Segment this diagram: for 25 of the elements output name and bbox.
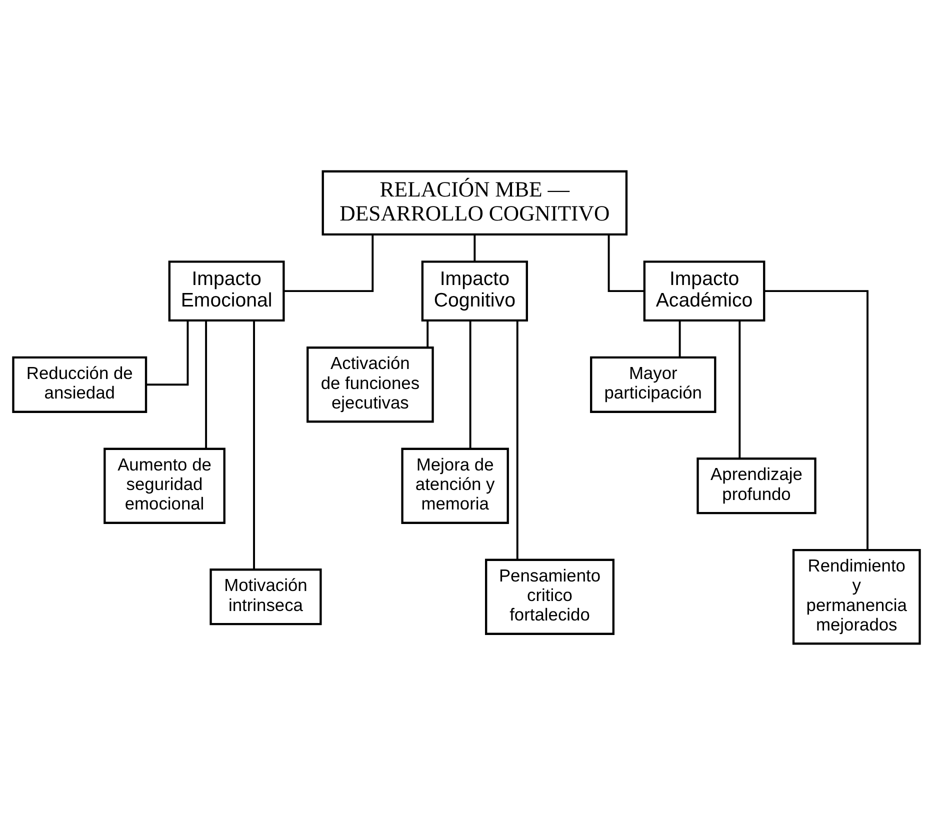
connector: [426, 320, 429, 347]
connector: [738, 320, 741, 458]
connector: [764, 290, 868, 550]
node-box: RELACIÓN MBE — DESARROLLO COGNITIVO: [322, 170, 628, 236]
node-box: Impacto Emocional: [168, 260, 285, 322]
node-box: Impacto Cognitivo: [421, 260, 528, 322]
connector: [608, 234, 644, 292]
node-box: Activación de funciones ejecutivas: [306, 346, 434, 422]
node-box: Pensamiento critico fortalecido: [485, 558, 614, 634]
connector: [469, 320, 472, 448]
connector: [474, 234, 476, 262]
connector: [253, 320, 255, 569]
node-box: Aprendizaje profundo: [696, 457, 816, 514]
connector: [146, 320, 189, 386]
node-box: Reducción de ansiedad: [12, 356, 148, 412]
connector: [516, 320, 518, 560]
node-box: Mayor participación: [590, 356, 716, 412]
node-box: Mejora de atención y memoria: [401, 447, 509, 524]
node-box: Motivación intrinseca: [210, 568, 322, 625]
node-box: Rendimiento y permanencia mejorados: [792, 548, 921, 644]
connector: [678, 320, 681, 357]
connector: [284, 234, 374, 292]
connector: [205, 320, 208, 448]
node-box: Impacto Académico: [643, 260, 766, 322]
node-box: Aumento de seguridad emocional: [104, 447, 226, 524]
